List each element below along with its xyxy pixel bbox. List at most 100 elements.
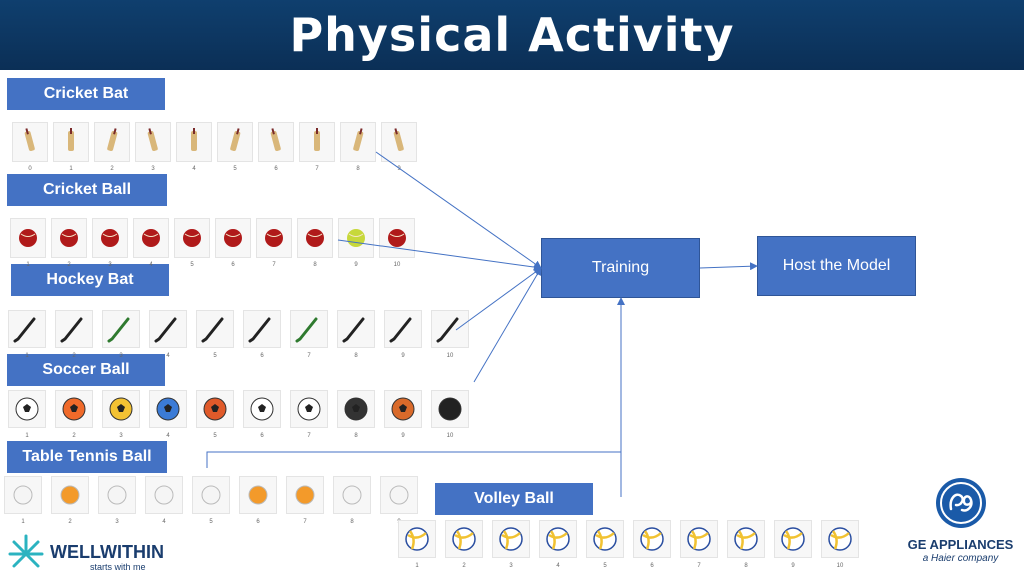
image-thumbnail: 7 bbox=[256, 218, 292, 268]
wellwithin-tagline: starts with me bbox=[90, 562, 146, 572]
cricket-ball-icon bbox=[265, 229, 283, 247]
thumbnail-number: 2 bbox=[72, 433, 76, 439]
thumbnail-number: 3 bbox=[509, 563, 513, 569]
image-thumbnail: 4 bbox=[133, 218, 169, 268]
image-thumbnail: 3 bbox=[102, 390, 140, 439]
thumbnail-number: 7 bbox=[272, 262, 276, 268]
thumbnail-number: 10 bbox=[393, 262, 401, 268]
image-thumbnail: 5 bbox=[196, 390, 234, 439]
image-thumbnail: 3 bbox=[92, 218, 128, 268]
image-thumbnail: 6 bbox=[633, 520, 671, 569]
image-thumbnail: 7 bbox=[299, 122, 335, 172]
thumbnail-number: 9 bbox=[401, 353, 405, 359]
thumbnail-number: 10 bbox=[446, 353, 454, 359]
volleyball-icon bbox=[452, 527, 476, 551]
table-tennis-ball-icon bbox=[389, 485, 409, 505]
thumbnail-number: 3 bbox=[119, 433, 123, 439]
thumbnail-number: 3 bbox=[151, 166, 155, 172]
image-thumbnail: 5 bbox=[174, 218, 210, 268]
image-thumbnail: 8 bbox=[337, 310, 375, 359]
image-thumbnail: 4 bbox=[145, 476, 183, 525]
soccer-ball-label: Soccer Ball bbox=[7, 354, 165, 386]
image-thumbnail: 9 bbox=[384, 390, 422, 439]
thumbnail-number: 4 bbox=[556, 563, 560, 569]
thumbnail-number: 9 bbox=[397, 166, 401, 172]
volleyball-icon bbox=[687, 527, 711, 551]
thumbnail-number: 6 bbox=[231, 262, 235, 268]
cricket-ball-icon bbox=[183, 229, 201, 247]
thumbnail-number: 4 bbox=[166, 353, 170, 359]
image-thumbnail: 6 bbox=[215, 218, 251, 268]
hockey-stick-icon bbox=[342, 317, 365, 343]
image-thumbnail: 4 bbox=[149, 390, 187, 439]
table-tennis-ball-icon bbox=[201, 485, 221, 505]
image-thumbnail: 10 bbox=[431, 310, 469, 359]
slide-title: Physical Activity bbox=[289, 8, 735, 62]
table-tennis-ball-icon bbox=[342, 485, 362, 505]
thumbnail-number: 8 bbox=[356, 166, 360, 172]
arrow-hockey-bat bbox=[455, 267, 542, 331]
image-thumbnail: 5 bbox=[217, 122, 253, 172]
soccer-ball-icon bbox=[109, 397, 133, 421]
image-thumbnail: 9 bbox=[384, 310, 422, 359]
soccer-ball-icon bbox=[15, 397, 39, 421]
thumbnail-number: 7 bbox=[303, 519, 307, 525]
image-thumbnail: 6 bbox=[243, 310, 281, 359]
cricket-ball-label: Cricket Ball bbox=[7, 174, 167, 206]
soccer-ball-icon bbox=[344, 397, 368, 421]
table-tennis-ball-icon bbox=[60, 485, 80, 505]
cricket-bat-label: Cricket Bat bbox=[7, 78, 165, 110]
cricket-bat-icon bbox=[191, 128, 197, 151]
soccer-ball-icon bbox=[391, 397, 415, 421]
hockey-stick-icon bbox=[13, 317, 36, 343]
thumbnail-number: 7 bbox=[307, 353, 311, 359]
image-thumbnail: 9 bbox=[381, 122, 417, 172]
thumbnail-number: 5 bbox=[233, 166, 237, 172]
table-tennis-ball-icon bbox=[248, 485, 268, 505]
sunburst-icon bbox=[8, 534, 44, 568]
thumbnail-number: 5 bbox=[190, 262, 194, 268]
image-thumbnail: 9 bbox=[774, 520, 812, 569]
cricket-bat-icon bbox=[314, 128, 320, 151]
table-tennis-ball-icon bbox=[295, 485, 315, 505]
thumbnail-number: 1 bbox=[26, 262, 30, 268]
image-thumbnail: 6 bbox=[243, 390, 281, 439]
volleyball-icon bbox=[546, 527, 570, 551]
table-tennis-ball-icon bbox=[154, 485, 174, 505]
wellwithin-name: WELLWITHIN bbox=[50, 542, 164, 562]
image-thumbnail: 10 bbox=[821, 520, 859, 569]
image-thumbnail: 3 bbox=[98, 476, 136, 525]
image-thumbnail: 3 bbox=[135, 122, 171, 172]
cricket-bat-icon bbox=[353, 128, 364, 152]
cricket-ball-icon bbox=[60, 229, 78, 247]
cricket-bat-icon bbox=[107, 128, 118, 152]
image-thumbnail: 1 bbox=[398, 520, 436, 569]
image-thumbnail: 2 bbox=[94, 122, 130, 172]
image-thumbnail: 6 bbox=[258, 122, 294, 172]
table-tennis-ball-label: Table Tennis Ball bbox=[7, 441, 167, 473]
cricket-ball-icon bbox=[101, 229, 119, 247]
thumbnail-number: 4 bbox=[166, 433, 170, 439]
thumbnail-number: 2 bbox=[72, 353, 76, 359]
thumbnail-number: 2 bbox=[67, 262, 71, 268]
image-thumbnail: 9 bbox=[338, 218, 374, 268]
image-thumbnail: 1 bbox=[10, 218, 46, 268]
table-tennis-ball-icon bbox=[107, 485, 127, 505]
image-thumbnail: 2 bbox=[51, 476, 89, 525]
thumbnail-number: 10 bbox=[836, 563, 844, 569]
image-thumbnail: 1 bbox=[8, 390, 46, 439]
image-thumbnail: 8 bbox=[297, 218, 333, 268]
title-bar: Physical Activity bbox=[0, 0, 1024, 70]
arrow-training-host bbox=[699, 262, 758, 271]
hockey-stick-icon bbox=[154, 317, 177, 343]
soccer-ball-icon bbox=[438, 397, 462, 421]
thumbnail-number: 8 bbox=[744, 563, 748, 569]
image-thumbnail: 2 bbox=[445, 520, 483, 569]
cricket-bat-icon bbox=[270, 128, 281, 152]
image-thumbnail: 2 bbox=[51, 218, 87, 268]
image-thumbnail: 6 bbox=[239, 476, 277, 525]
ge-monogram-icon bbox=[936, 478, 986, 528]
